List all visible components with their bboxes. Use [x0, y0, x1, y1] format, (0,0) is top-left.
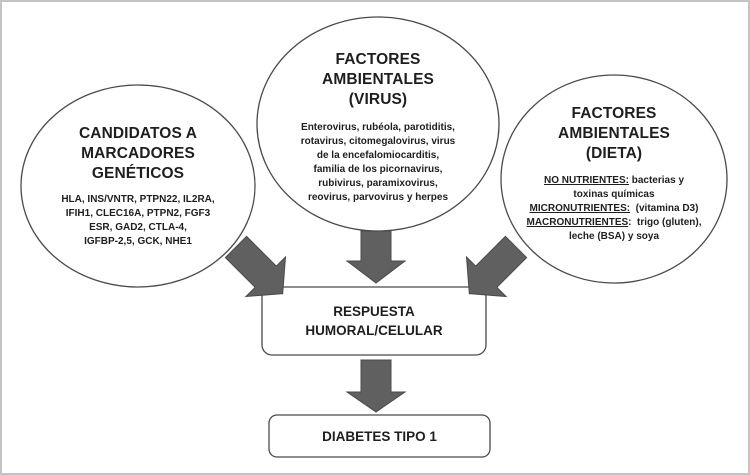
title-line: CANDIDATOS A [78, 125, 198, 142]
diet-item: NO NUTRIENTES: bacterias y [514, 174, 714, 188]
response-line: HUMORAL/CELULAR [305, 323, 443, 338]
title-line: (VIRUS) [348, 91, 408, 108]
diet-item: MACRONUTRIENTES: trigo (gluten), [514, 216, 714, 230]
title-line: FACTORES [335, 51, 421, 68]
body-line: Enterovirus, rubéola, parotiditis, [301, 122, 455, 133]
immune-response-box [261, 286, 487, 356]
diet-item-text: leche (BSA) y soya [568, 231, 660, 242]
arrow-diet-to-response [465, 235, 528, 298]
genetic-markers-list: HLA, INS/VNTR, PTPN22, IL2RA, IFIH1, CLE… [38, 193, 238, 249]
arrow-genetic-to-response [224, 235, 287, 298]
title-line: AMBIENTALES [322, 71, 434, 88]
viral-factors-list: Enterovirus, rubéola, parotiditis, rotav… [278, 121, 478, 205]
diet-item-text: : trigo (gluten), [628, 217, 702, 228]
immune-response-label: RESPUESTA HUMORAL/CELULAR [262, 302, 486, 340]
body-line: familia de los picornavirus, [313, 164, 443, 175]
genetic-markers-node: CANDIDATOS A MARCADORES GENÉTICOS HLA, I… [38, 124, 238, 249]
dietary-factors-circle [500, 74, 728, 284]
title-line: MARCADORES [81, 145, 195, 162]
arrow-response-to-diabetes [345, 359, 407, 413]
body-line: ESR, GAD2, CTLA-4, [89, 222, 187, 233]
body-line: rubivirus, paramixovirus, [318, 178, 438, 189]
body-line: HLA, INS/VNTR, PTPN22, IL2RA, [61, 194, 215, 205]
diet-item: leche (BSA) y soya [514, 230, 714, 244]
diet-item: MICRONUTRIENTES: (vitamina D3) [514, 202, 714, 216]
diet-item-text: (vitamina D3) [630, 203, 699, 214]
arrow-virus-to-response [345, 230, 407, 284]
genetic-markers-circle [20, 84, 256, 288]
diet-item-label: NO NUTRIENTES: [543, 175, 629, 186]
diet-item-text: bacterias y [628, 175, 685, 186]
dietary-factors-list: NO NUTRIENTES: bacterias y toxinas quími… [514, 174, 714, 244]
diet-item: toxinas químicas [514, 188, 714, 202]
viral-factors-title: FACTORES AMBIENTALES (VIRUS) [278, 50, 478, 110]
viral-factors-node: FACTORES AMBIENTALES (VIRUS) Enterovirus… [278, 50, 478, 205]
genetic-markers-title: CANDIDATOS A MARCADORES GENÉTICOS [38, 124, 238, 184]
dietary-factors-node: FACTORES AMBIENTALES (DIETA) NO NUTRIENT… [514, 104, 714, 244]
body-line: de la encefalomiocarditis, [316, 150, 440, 161]
dietary-factors-title: FACTORES AMBIENTALES (DIETA) [514, 104, 714, 164]
body-line: reovirus, parvovirus y herpes [307, 192, 449, 203]
title-line: GENÉTICOS [91, 165, 185, 182]
body-line: IGFBP-2,5, GCK, NHE1 [84, 236, 192, 247]
diet-item-label: MACRONUTRIENTES [526, 217, 629, 228]
diet-item-label: MICRONUTRIENTES: [529, 203, 631, 214]
body-line: rotavirus, citomegalovirus, virus [300, 136, 456, 147]
diet-item-text: toxinas químicas [573, 189, 655, 200]
title-line: AMBIENTALES [558, 125, 670, 142]
body-line: IFIH1, CLEC16A, PTPN2, FGF3 [65, 208, 211, 219]
title-line: (DIETA) [585, 145, 643, 162]
title-line: FACTORES [571, 105, 657, 122]
diabetes-type1-box [268, 414, 491, 458]
response-line: RESPUESTA [333, 304, 415, 319]
diabetes-type1-label: DIABETES TIPO 1 [322, 429, 437, 444]
